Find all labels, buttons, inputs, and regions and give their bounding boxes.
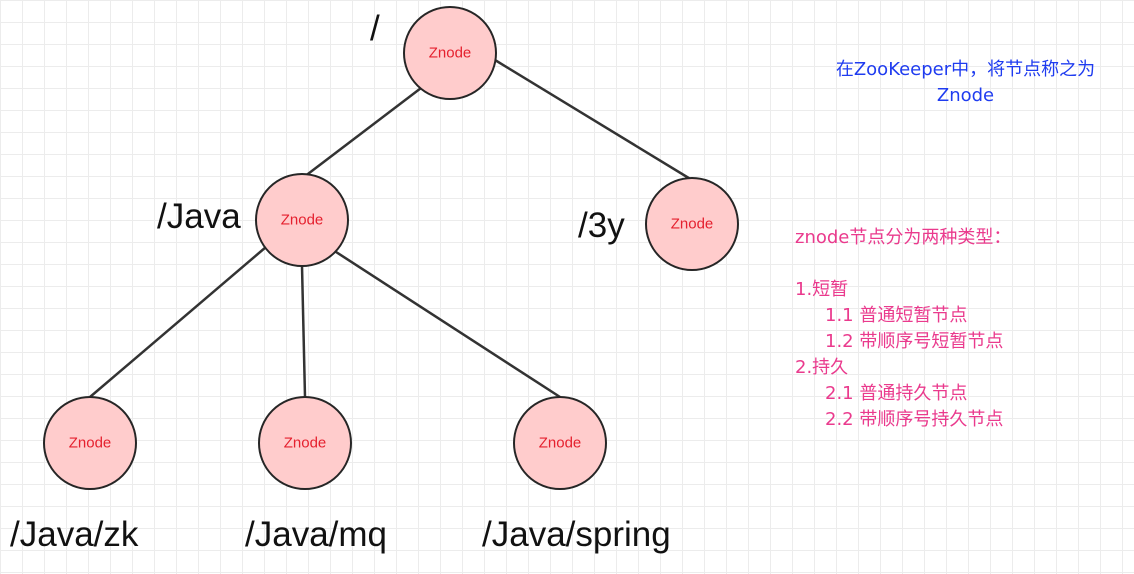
type-persistent: 2.持久 <box>795 357 849 378</box>
znode-types-note: znode节点分为两种类型： 1.短暂 1.1 普通短暂节点 1.2 带顺序号短… <box>795 225 1011 433</box>
type-ephemeral-normal: 1.1 普通短暂节点 <box>825 305 968 326</box>
node-mq-circle <box>258 396 352 490</box>
edge-java-mq <box>300 265 307 398</box>
path-label-spring: /Java/spring <box>482 515 671 554</box>
node-3y-circle <box>645 177 739 271</box>
path-label-root: / <box>370 9 380 48</box>
node-root: Znode <box>403 6 497 100</box>
node-spring: Znode <box>513 396 607 490</box>
node-root-text: Znode <box>429 45 472 62</box>
node-mq: Znode <box>258 396 352 490</box>
type-persistent-sequential: 2.2 带顺序号持久节点 <box>825 409 1004 430</box>
type-ephemeral: 1.短暂 <box>795 279 849 300</box>
path-label-java: /Java <box>157 197 241 236</box>
znode-definition-line-1: 在ZooKeeper中，将节点称之为 <box>835 59 1096 80</box>
edge-java-spring <box>332 248 561 399</box>
edge-root-3y <box>494 58 693 182</box>
node-spring-circle <box>513 396 607 490</box>
node-zk-text: Znode <box>69 435 112 452</box>
node-java-text: Znode <box>281 212 324 229</box>
node-zk: Znode <box>43 396 137 490</box>
path-label-zk: /Java/zk <box>10 515 139 554</box>
znode-definition-line-2: Znode <box>936 85 995 106</box>
node-mq-text: Znode <box>284 435 327 452</box>
node-java-circle <box>255 173 349 267</box>
type-persistent-normal: 2.1 普通持久节点 <box>825 383 968 404</box>
node-zk-circle <box>43 396 137 490</box>
edge-root-java <box>299 84 426 181</box>
znode-definition-note: 在ZooKeeper中，将节点称之为 Znode <box>788 57 1134 109</box>
node-3y-text: Znode <box>671 216 714 233</box>
type-ephemeral-sequential: 1.2 带顺序号短暂节点 <box>825 331 1004 352</box>
node-java: Znode <box>255 173 349 267</box>
edge-java-zk <box>89 246 267 398</box>
types-title: znode节点分为两种类型： <box>795 227 1012 248</box>
types-spacer <box>795 251 1011 277</box>
node-3y: Znode <box>645 177 739 271</box>
path-label-3y: /3y <box>578 206 625 245</box>
path-label-mq: /Java/mq <box>245 515 387 554</box>
node-spring-text: Znode <box>539 435 582 452</box>
node-root-circle <box>403 6 497 100</box>
